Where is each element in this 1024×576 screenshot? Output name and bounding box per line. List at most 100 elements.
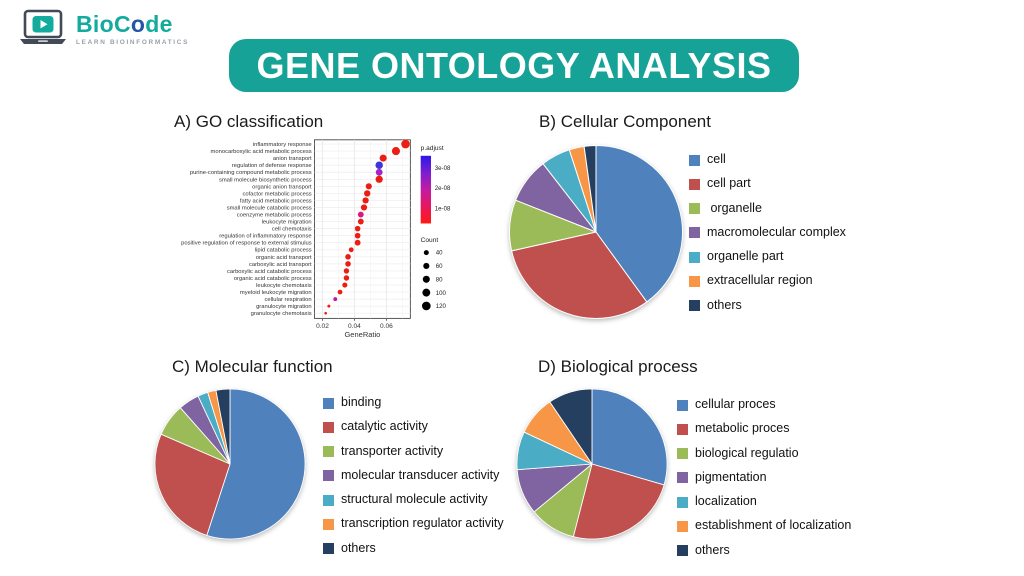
pie-slice <box>595 145 683 303</box>
legend-swatch <box>677 423 688 435</box>
legend-swatch <box>689 251 700 263</box>
legend-label: pigmentation <box>695 469 767 484</box>
legend-label: establishment of localization <box>695 518 852 533</box>
panel-d-title: D) Biological process <box>538 357 698 376</box>
go-term-label: lipid catabolic process <box>255 248 312 254</box>
padjust-tick-label: 1e-08 <box>435 205 451 212</box>
count-legend-label: 100 <box>436 290 447 297</box>
pie-slice <box>572 463 665 540</box>
go-term-label: cofactor metabolic process <box>243 191 312 197</box>
legend-swatch <box>323 446 334 457</box>
play-icon <box>40 20 48 29</box>
legend-swatch <box>323 421 334 433</box>
legend-item: transcription regulator activity <box>323 516 504 531</box>
legend-swatch <box>677 496 688 508</box>
pie-slice <box>154 433 231 536</box>
pie-slice <box>206 388 306 540</box>
go-term-label: granulocyte migration <box>256 304 312 310</box>
x-axis-label: GeneRatio <box>344 330 380 339</box>
dot-point <box>343 275 350 281</box>
legend-item: others <box>323 540 504 556</box>
count-legend-label: 60 <box>436 263 443 270</box>
dot-point <box>401 139 410 149</box>
legend-item: structural molecule activity <box>323 492 504 507</box>
go-term-label: leukocyte migration <box>262 220 312 226</box>
pie-slice <box>511 231 648 319</box>
go-term-label: organic acid transport <box>256 255 312 261</box>
laptop-icon <box>20 9 66 44</box>
legend-molecular-function: binding catalytic activity transporter act… <box>323 395 504 566</box>
padjust-legend-title: p.adjust <box>421 145 444 152</box>
legend-swatch <box>677 472 688 484</box>
count-legend-dot <box>422 275 430 283</box>
biocode-logo: BioCode LEARN BIOINFORMATICS <box>18 9 189 49</box>
legend-swatch <box>689 154 700 166</box>
legend-item: metabolic proces <box>677 421 851 436</box>
go-term-label: leukocyte chemotaxis <box>256 283 312 289</box>
dot-point <box>362 197 369 204</box>
legend-item: cellular proces <box>677 397 851 412</box>
go-term-label: small molecule catabolic process <box>227 205 312 211</box>
legend-item: transporter activity <box>323 444 504 459</box>
go-term-label: regulation of inflammatory response <box>219 234 311 240</box>
pie-slice <box>215 388 231 465</box>
pie-slice <box>549 388 593 465</box>
go-term-label: cell chemotaxis <box>272 227 312 233</box>
legend-item: organelle part <box>689 249 846 264</box>
legend-label: metabolic proces <box>695 421 790 436</box>
legend-item: biological regulatio <box>677 445 851 461</box>
legend-label: structural molecule activity <box>341 492 488 506</box>
legend-item: cell part <box>689 176 846 191</box>
legend-label: localization <box>695 494 757 508</box>
legend-item: macromolecular complex <box>689 225 846 240</box>
pie-molecular-function <box>154 388 306 540</box>
panel-a-title: A) GO classification <box>174 112 324 131</box>
padjust-tick-label: 2e-08 <box>435 185 451 192</box>
dot-point <box>375 175 383 183</box>
x-tick-label: 0.06 <box>380 323 393 330</box>
legend-label: organelle part <box>707 249 784 263</box>
go-term-label: coenzyme metabolic process <box>237 213 312 219</box>
dot-point <box>379 154 387 162</box>
panel-b-title: B) Cellular Component <box>539 112 711 131</box>
dot-point <box>354 232 361 239</box>
dot-point <box>348 247 354 253</box>
go-term-label: purine-containing compound metabolic pro… <box>190 170 312 176</box>
count-legend-title: Count <box>421 237 439 244</box>
go-term-label: cellular respiration <box>264 297 311 303</box>
count-legend-label: 40 <box>436 250 443 257</box>
legend-label: others <box>341 540 376 555</box>
legend-label: catalytic activity <box>341 419 428 434</box>
legend-item: cell <box>689 152 846 167</box>
legend-swatch <box>323 397 334 409</box>
legend-label: biological regulatio <box>695 445 799 460</box>
go-term-label: granulocyte chemotaxis <box>251 311 312 317</box>
legend-swatch <box>689 178 700 190</box>
go-term-label: myeloid leukocyte migration <box>240 290 312 296</box>
legend-label: molecular transducer activity <box>341 467 500 482</box>
pie-slice <box>583 145 597 233</box>
dot-point <box>345 261 351 267</box>
go-term-label: regulation of defense response <box>232 163 312 169</box>
legend-item: others <box>677 542 851 558</box>
dot-point <box>364 190 371 197</box>
go-term-label: positive regulation of response to exter… <box>181 241 312 247</box>
legend-label: extracellular region <box>707 273 813 288</box>
brand-name: BioCode <box>76 10 173 37</box>
panel-c-title: C) Molecular function <box>172 357 333 376</box>
dot-point <box>333 297 338 302</box>
legend-label: transcription regulator activity <box>341 516 504 531</box>
dot-point <box>365 183 372 190</box>
go-term-label: monocarboxylic acid metabolic process <box>211 149 312 155</box>
count-legend-dot <box>421 301 431 311</box>
legend-swatch <box>677 545 688 556</box>
legend-label: others <box>695 542 730 557</box>
legend-swatch <box>677 399 688 411</box>
x-tick-label: 0.04 <box>348 323 361 330</box>
go-term-label: anion transport <box>273 156 312 162</box>
legend-item: binding <box>323 395 504 410</box>
legend-item: localization <box>677 494 851 509</box>
